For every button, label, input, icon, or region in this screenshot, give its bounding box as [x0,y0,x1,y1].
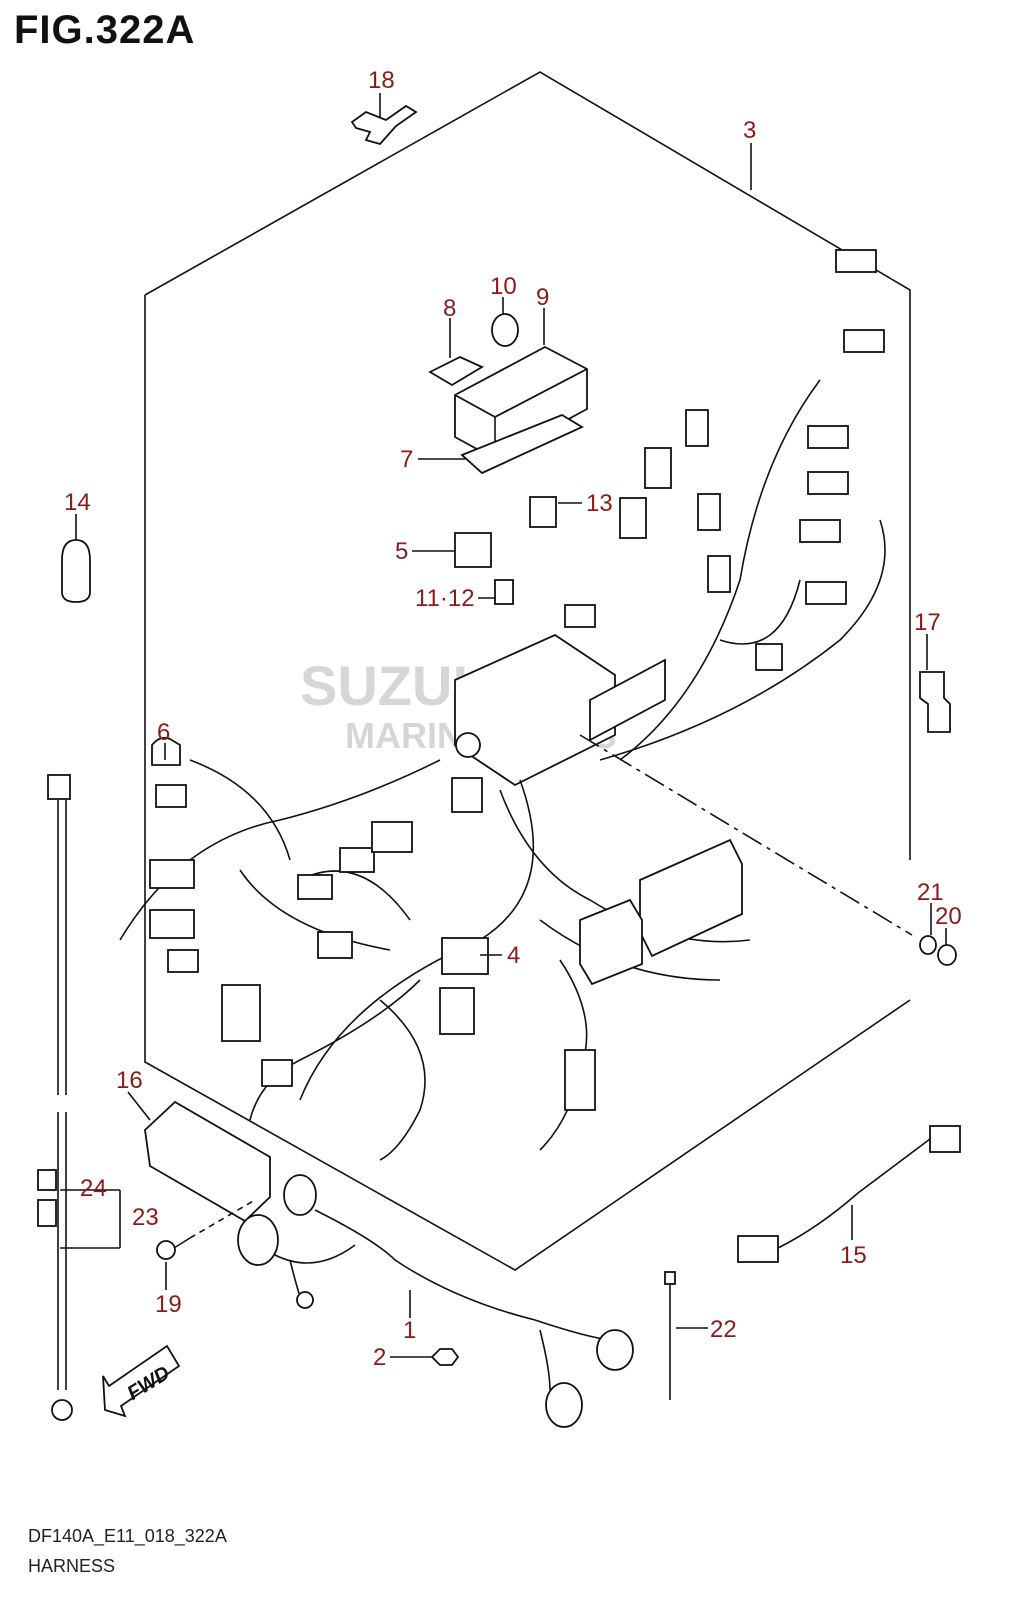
callout-5: 5 [395,538,408,565]
grommet-part-10 [491,313,519,347]
callout-23: 23 [132,1204,159,1231]
relay-part-5 [454,532,492,568]
figure-name: HARNESS [28,1556,116,1576]
callout-18: 18 [368,67,395,94]
callout-24: 24 [80,1175,107,1202]
callout-1: 1 [403,1317,416,1344]
callouts: 18 3 10 9 8 7 13 5 11·12 14 17 6 21 20 4… [64,67,962,1371]
callout-21: 21 [917,879,944,906]
callout-7: 7 [400,446,413,473]
leader-lines [60,93,947,1358]
callout-6: 6 [157,719,170,746]
figure-code: DF140A_E11_018_322A [28,1526,227,1546]
main-harness-wires [119,379,886,1161]
callout-8: 8 [443,295,456,322]
callout-9: 9 [536,284,549,311]
callout-14: 14 [64,489,91,516]
screw-part-19 [156,1199,256,1260]
harness-part-1 [237,1174,634,1428]
callout-19: 19 [155,1291,182,1318]
battery-cable-part-23 [37,774,73,1421]
left-connectors [149,777,489,1087]
figure-title: FIG.322A [14,8,196,52]
clamp-part-18 [350,104,418,146]
junction-box [454,633,666,787]
fwd-arrow-icon: FWD [102,1344,181,1418]
washer-part-21 [919,935,937,955]
cable-tie-part-22 [664,1271,676,1400]
ecu-connectors [564,838,743,1111]
nut-part-20 [937,944,957,966]
callout-3: 3 [743,117,756,144]
sensor-part-6 [151,736,181,766]
callout-22: 22 [710,1316,737,1343]
bracket-part-17 [919,671,951,733]
bolt-centerline [579,734,913,936]
fuse-part-11-12 [494,579,514,605]
fuse-box-part-9 [454,345,588,461]
seal-part-7 [460,413,584,475]
holder-part-16 [144,1100,271,1223]
callout-16: 16 [116,1067,143,1094]
callout-11-12: 11·12 [415,585,475,612]
callout-20: 20 [935,903,962,930]
callout-10: 10 [490,273,517,300]
relay-part-13 [529,496,557,528]
nut-part-2 [430,1348,460,1366]
callout-15: 15 [840,1242,867,1269]
callout-13: 13 [586,490,613,517]
clip-part-8 [428,356,484,387]
extension-harness-part-15 [737,1125,961,1263]
cap-part-14 [61,539,91,603]
callout-2: 2 [373,1344,386,1371]
assembly-boundary-lower [144,295,911,1271]
right-connectors [564,249,885,671]
assembly-boundary [144,71,911,860]
callout-4: 4 [507,942,520,969]
callout-17: 17 [914,609,941,636]
